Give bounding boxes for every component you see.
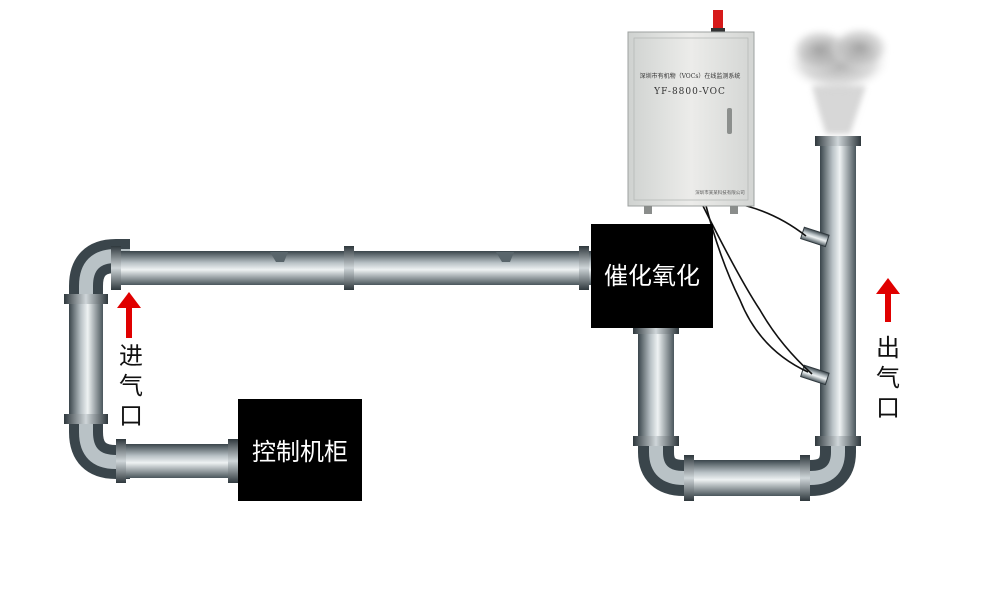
- flange: [800, 455, 810, 501]
- left-vertical-pipe: [69, 298, 103, 422]
- flange: [111, 246, 121, 290]
- bottom-horizontal-pipe: [116, 444, 242, 478]
- bottom-connecting-pipe: [684, 460, 810, 496]
- inlet-pipe-network: [64, 239, 592, 483]
- flange: [684, 455, 694, 501]
- exhaust-stack: [820, 140, 856, 444]
- outlet-arrow-icon: [876, 278, 900, 322]
- sampling-port: [496, 252, 514, 262]
- flange: [633, 324, 679, 334]
- cabinet-model: YF-8800-VOC: [653, 87, 726, 97]
- flange: [633, 436, 679, 446]
- cabinet-maker: 深圳市某某科技有限公司: [695, 189, 745, 196]
- outlet-label-char: 出: [876, 334, 900, 362]
- exhaust-smoke: [786, 26, 890, 134]
- outlet-label-char: 口: [876, 394, 900, 422]
- flange: [815, 436, 861, 446]
- flange: [815, 136, 861, 146]
- alarm-beacon-icon: [713, 10, 723, 30]
- inlet-label-char: 口: [119, 402, 143, 430]
- flange: [64, 294, 108, 304]
- control-cabinet-unit: 控制机柜: [238, 399, 362, 501]
- inlet-arrow-icon: [117, 292, 141, 338]
- voc-monitor-cabinet: 深圳市有机物（VOCs）在线监测系统 YF-8800-VOC 深圳市某某科技有限…: [627, 10, 755, 214]
- catalytic-oxidation-unit: 催化氧化: [591, 224, 713, 328]
- flange: [579, 246, 589, 290]
- inlet-label-char: 进: [119, 342, 143, 370]
- cabinet-title: 深圳市有机物（VOCs）在线监测系统: [640, 72, 741, 80]
- outlet-pipe-network: [633, 136, 861, 501]
- flange: [64, 414, 108, 424]
- flange: [344, 246, 354, 290]
- catalytic-oxidation-label: 催化氧化: [604, 262, 700, 290]
- down-pipe: [638, 328, 674, 444]
- flange: [116, 439, 126, 483]
- sampling-port: [270, 252, 288, 262]
- outlet-label-char: 气: [876, 364, 900, 392]
- inlet-label-char: 气: [119, 372, 143, 400]
- sampling-cables: [699, 199, 813, 375]
- control-cabinet-label: 控制机柜: [252, 438, 348, 466]
- flange: [228, 439, 238, 483]
- door-handle: [727, 108, 732, 134]
